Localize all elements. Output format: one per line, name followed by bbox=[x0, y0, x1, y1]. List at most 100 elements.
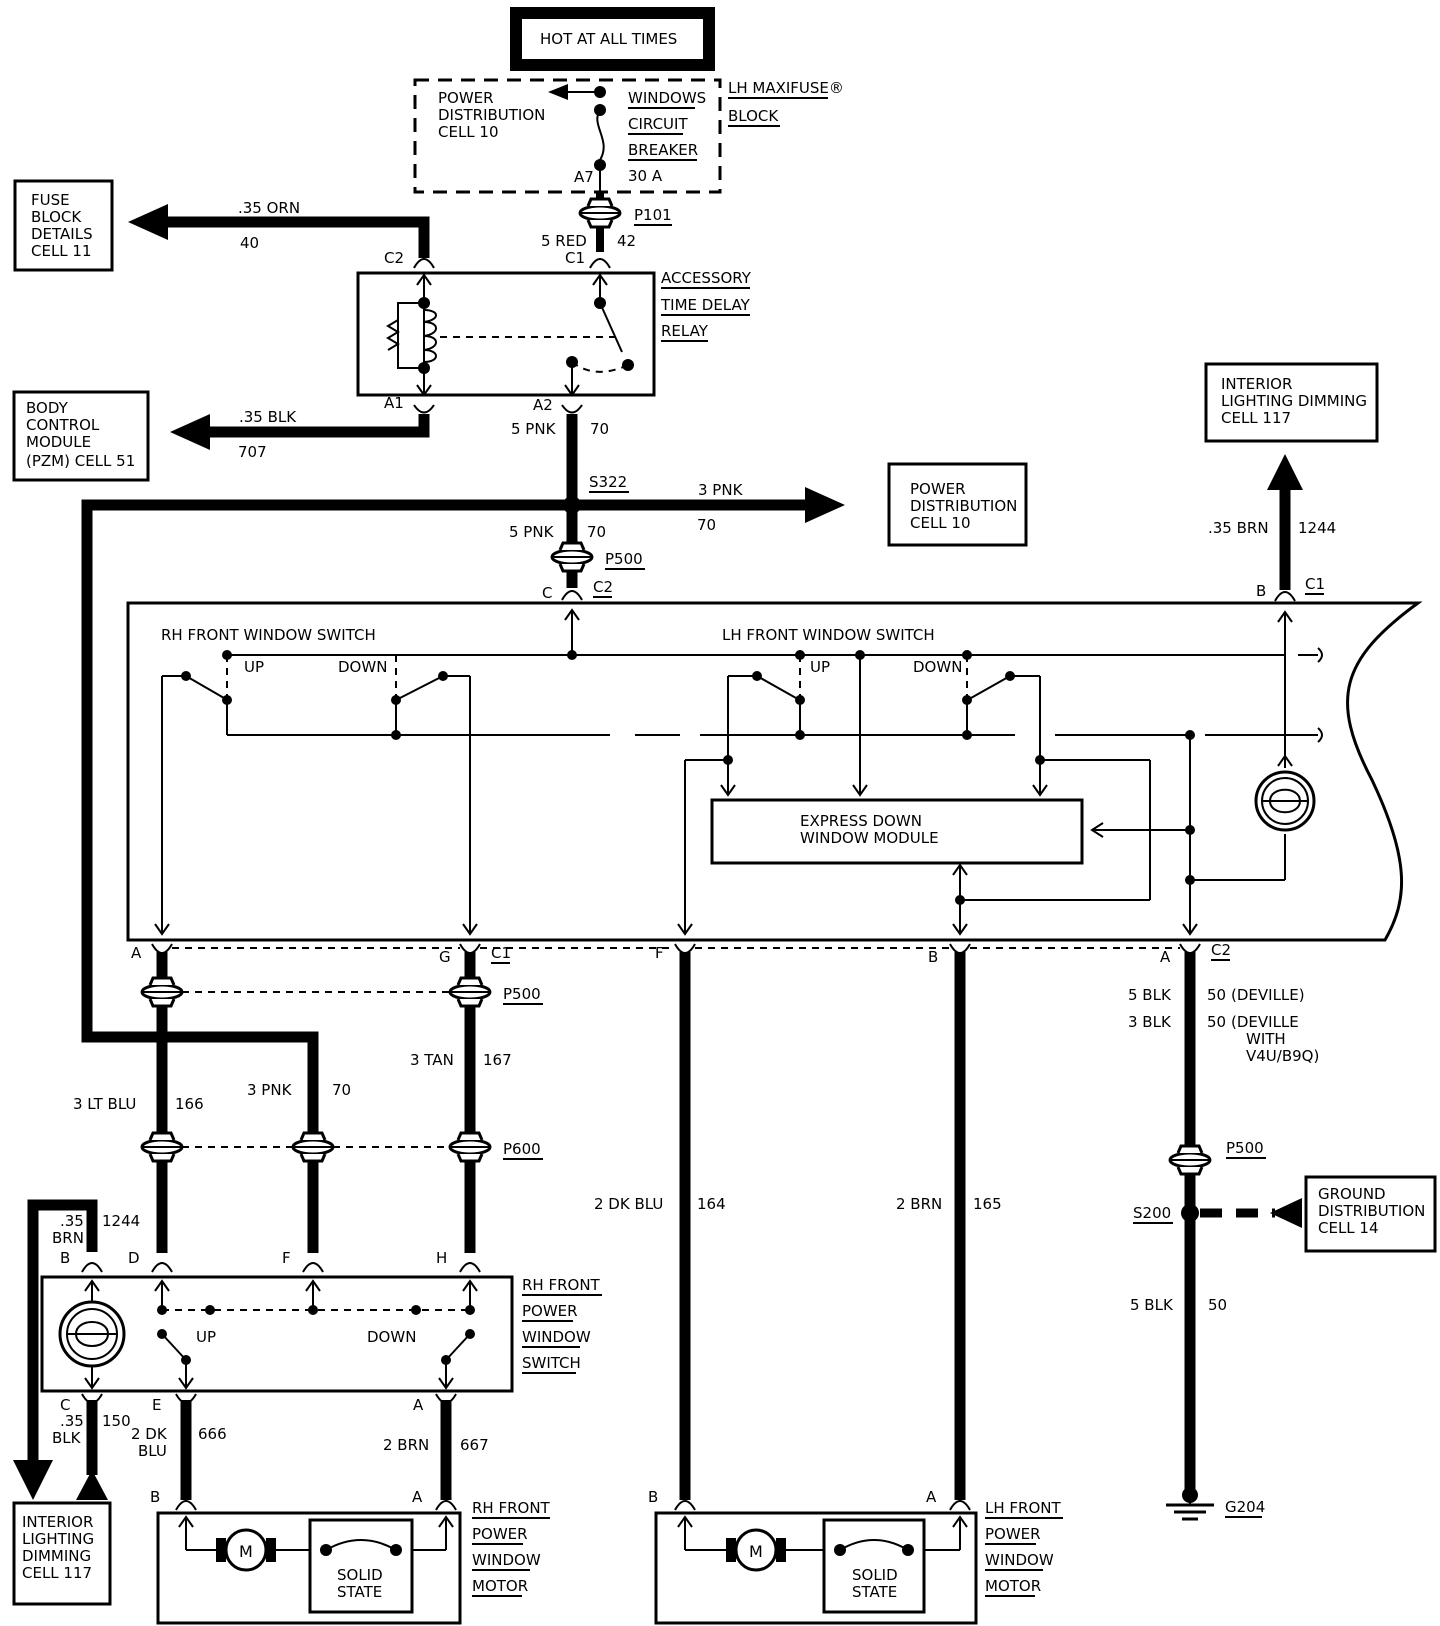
rh-motor-line1: RH FRONT bbox=[472, 1499, 551, 1517]
maxifuse-name: LH MAXIFUSE® bbox=[728, 79, 844, 97]
lh-down-label: DOWN bbox=[913, 658, 962, 676]
ground-dist-line1: GROUND bbox=[1318, 1185, 1386, 1203]
rh-front-power-window-motor: RH FRONT POWER WINDOW MOTOR M SOLID STAT… bbox=[156, 1499, 551, 1625]
p500-top-connector bbox=[550, 541, 594, 573]
c1-relay-label: C1 bbox=[565, 249, 585, 267]
blk5-upper-size: 5 BLK bbox=[1128, 986, 1172, 1004]
rh-up-label: UP bbox=[244, 658, 264, 676]
pd10-arrow-icon bbox=[805, 487, 845, 523]
ground-dist-line2: DISTRIBUTION bbox=[1318, 1202, 1425, 1220]
maxifuse-block: LH MAXIFUSE® BLOCK POWER DISTRIBUTION CE… bbox=[413, 78, 844, 194]
hot-at-all-times-box: HOT AT ALL TIMES bbox=[510, 7, 715, 71]
red-wire-size: 5 RED bbox=[541, 232, 587, 250]
p600-connector-d bbox=[140, 1131, 184, 1163]
ild-bottom-box: INTERIOR LIGHTING DIMMING CELL 117 bbox=[12, 1501, 112, 1606]
blk5-lower-size: 5 BLK bbox=[1130, 1296, 1174, 1314]
ltblu-wire-number: 166 bbox=[175, 1095, 204, 1113]
dkblu666-line2: BLU bbox=[138, 1442, 167, 1460]
lh-motor-line4: MOTOR bbox=[985, 1577, 1041, 1595]
pnk3-left-size: 3 PNK bbox=[247, 1081, 293, 1099]
deville-label: (DEVILLE) bbox=[1231, 986, 1305, 1004]
pd10-line3: CELL 10 bbox=[910, 514, 971, 532]
s322-label: S322 bbox=[589, 473, 627, 491]
lh-solid-state-line2: STATE bbox=[852, 1583, 897, 1601]
maxifuse-name2: BLOCK bbox=[728, 107, 779, 125]
bcm-box: BODY CONTROL MODULE (PZM) CELL 51 bbox=[12, 390, 150, 482]
p600-connector-h bbox=[448, 1131, 492, 1163]
c-pin-label: C bbox=[542, 584, 552, 602]
lh-motor-b-pin: B bbox=[648, 1488, 658, 1506]
relay-label-line1: ACCESSORY bbox=[661, 269, 752, 287]
circuit-breaker-rating: 30 A bbox=[628, 167, 663, 185]
ground-triangle-icon bbox=[76, 1470, 108, 1500]
dkblu666-number: 666 bbox=[198, 1425, 227, 1443]
rh-motor-line2: POWER bbox=[472, 1525, 528, 1543]
ltblu-wire-size: 3 LT BLU bbox=[73, 1095, 136, 1113]
pd10-line1: POWER bbox=[910, 480, 966, 498]
brn1244-size: .35 BRN bbox=[1208, 519, 1269, 537]
fuse-block-line2: BLOCK bbox=[31, 208, 82, 226]
ild-bottom-line2: LIGHTING bbox=[22, 1530, 94, 1548]
orn-wire-number: 40 bbox=[240, 234, 259, 252]
rh-front-switch-label: RH FRONT WINDOW SWITCH bbox=[161, 626, 376, 644]
pnk-lower-number: 70 bbox=[587, 523, 606, 541]
ild-top-line2: LIGHTING DIMMING bbox=[1221, 392, 1367, 410]
express-module-line1: EXPRESS DOWN bbox=[800, 812, 922, 830]
e-pin-label: E bbox=[152, 1396, 161, 1414]
maxifuse-pd-line1: POWER bbox=[438, 89, 494, 107]
rh-pws-line2: POWER bbox=[522, 1302, 578, 1320]
blk-mid-number: 50 bbox=[1207, 1013, 1226, 1031]
p500-lh-connector-a bbox=[140, 976, 184, 1008]
s200-splice bbox=[1181, 1204, 1199, 1222]
blk707-wire-size: .35 BLK bbox=[239, 408, 297, 426]
rh-motor-line3: WINDOW bbox=[472, 1551, 541, 1569]
rh-pws-line3: WINDOW bbox=[522, 1328, 591, 1346]
rh-pws-down-label: DOWN bbox=[367, 1328, 416, 1346]
brn1244-number: 1244 bbox=[1298, 519, 1336, 537]
circuit-breaker-line3: BREAKER bbox=[628, 141, 698, 159]
h-pin-label: H bbox=[436, 1249, 447, 1267]
ild-bottom-line4: CELL 117 bbox=[22, 1564, 92, 1582]
lh-solid-state-line1: SOLID bbox=[852, 1566, 898, 1584]
lh-up-label: UP bbox=[810, 658, 830, 676]
rh-pws-line1: RH FRONT bbox=[522, 1276, 601, 1294]
lh-motor-line3: WINDOW bbox=[985, 1551, 1054, 1569]
p500-lh-connector-g bbox=[448, 976, 492, 1008]
b-pin-mid-label: B bbox=[928, 948, 938, 966]
a-pin-switch-label: A bbox=[413, 1396, 424, 1414]
a1-label: A1 bbox=[384, 394, 404, 412]
deville-v4u-line1: (DEVILLE bbox=[1231, 1013, 1299, 1031]
blk150-number: 150 bbox=[102, 1412, 131, 1430]
ground-dist-arrow-icon bbox=[1270, 1198, 1302, 1228]
fuse-block-line3: DETAILS bbox=[31, 225, 93, 243]
blk707-wire-number: 707 bbox=[238, 443, 267, 461]
ild-bottom-line1: INTERIOR bbox=[22, 1513, 93, 1531]
pd10-line2: DISTRIBUTION bbox=[910, 497, 1017, 515]
p500-top-label: P500 bbox=[605, 550, 643, 568]
c2-switch-label: C2 bbox=[593, 578, 613, 596]
a-pin-left-label: A bbox=[131, 944, 142, 962]
pnk-upper-number: 70 bbox=[590, 420, 609, 438]
blk150-line2: BLK bbox=[52, 1429, 82, 1447]
c-pin-switch-label: C bbox=[60, 1396, 70, 1414]
brn-small-line2: BRN bbox=[52, 1229, 84, 1247]
a2-label: A2 bbox=[533, 396, 553, 414]
bcm-line2: CONTROL bbox=[26, 416, 100, 434]
brn-small-number: 1244 bbox=[102, 1212, 140, 1230]
accessory-time-delay-relay: ACCESSORY TIME DELAY RELAY bbox=[356, 269, 752, 397]
pnk-right-number: 70 bbox=[697, 516, 716, 534]
pnk5-upper-size: 5 PNK bbox=[511, 420, 557, 438]
maxifuse-pin-a7: A7 bbox=[574, 168, 594, 186]
ild-top-box: INTERIOR LIGHTING DIMMING CELL 117 bbox=[1204, 362, 1379, 443]
bcm-line1: BODY bbox=[26, 399, 69, 417]
lh-motor-line2: POWER bbox=[985, 1525, 1041, 1543]
dkblu666-line1: 2 DK bbox=[131, 1425, 168, 1443]
lh-motor-m-label: M bbox=[749, 1542, 763, 1561]
orn-wire-size: .35 ORN bbox=[238, 199, 300, 217]
relay-label-line2: TIME DELAY bbox=[660, 296, 751, 314]
maxifuse-pd-line2: DISTRIBUTION bbox=[438, 106, 545, 124]
rh-down-label: DOWN bbox=[338, 658, 387, 676]
rh-motor-b-pin: B bbox=[150, 1488, 160, 1506]
pd-arrow-icon bbox=[548, 84, 568, 100]
b-pin-top-label: B bbox=[1256, 582, 1266, 600]
